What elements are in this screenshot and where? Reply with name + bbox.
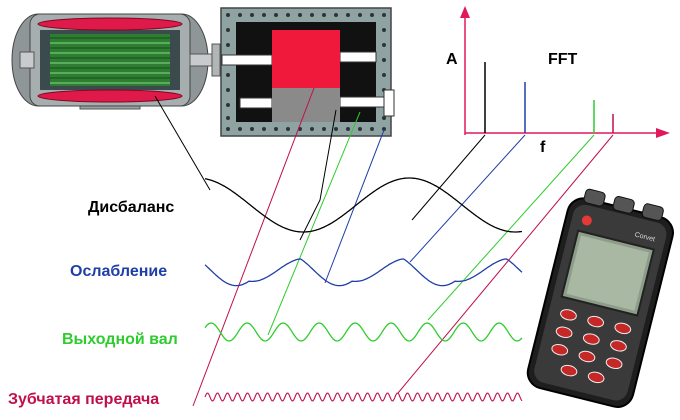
leader-spectrum-green [427, 134, 595, 321]
spectrum-title: FFT [548, 51, 578, 68]
leader-spectrum-black [411, 134, 486, 221]
device-screen-lcd [566, 235, 649, 311]
leader-spectrum-red [397, 134, 614, 394]
motor-shaft-left [19, 51, 35, 69]
leader-motor-to-imbalance [154, 95, 211, 191]
motor-coil [50, 34, 170, 86]
label-looseness: Ослабление [70, 263, 167, 280]
device-key[interactable] [555, 325, 573, 339]
device-connector-1 [583, 188, 606, 207]
signal-labels: Дисбаланс Ослабление Выходной вал Зубчат… [8, 199, 178, 408]
device-key[interactable] [587, 315, 605, 329]
leader-spectrum-blue [409, 134, 526, 263]
waveform-gear-mesh [204, 392, 523, 402]
device-key[interactable] [609, 339, 627, 353]
device-connector-3 [641, 203, 664, 222]
gear-large [272, 30, 340, 88]
device-logo-icon [581, 215, 592, 226]
vibration-analyzer-device: Corvet [526, 188, 674, 408]
leader-gearbox-red [192, 87, 315, 407]
device-key[interactable] [560, 364, 578, 378]
gear-small [272, 88, 340, 122]
spectrum-plot: A FFT f [446, 6, 670, 156]
label-output-shaft: Выходной вал [62, 331, 178, 348]
label-imbalance: Дисбаланс [88, 199, 174, 216]
device-key[interactable] [582, 332, 600, 346]
gearbox-shaft-upper [339, 51, 377, 63]
leader-gearbox-green [267, 111, 361, 336]
gearbox-illustration [220, 7, 395, 137]
device-connector-2 [612, 196, 635, 214]
motor-pad-bottom [37, 89, 183, 103]
device-key[interactable] [560, 308, 578, 322]
gearbox-shaft-lower-left [239, 97, 273, 109]
waveforms [204, 177, 523, 402]
waveform-imbalance [204, 177, 523, 233]
spectrum-x-label: f [540, 139, 546, 156]
device-key[interactable] [614, 322, 632, 336]
motor-illustration [11, 13, 221, 110]
label-gear-mesh: Зубчатая передача [8, 391, 159, 408]
gearbox-output-flange [383, 89, 395, 117]
spectrum-y-label: A [446, 51, 458, 68]
waveform-looseness [204, 258, 523, 287]
waveform-output-shaft [204, 322, 523, 342]
device-key[interactable] [605, 357, 623, 371]
coupling [211, 43, 221, 77]
motor-pad-top [37, 17, 183, 31]
device-brand: Corvet [634, 232, 656, 244]
spectrum-x-arrow [656, 128, 670, 138]
device-key[interactable] [551, 343, 569, 357]
spectrum-y-arrow [460, 6, 470, 18]
device-key[interactable] [578, 350, 596, 364]
gearbox-input-shaft [221, 54, 273, 66]
leader-gearbox-black [299, 109, 337, 241]
device-keypad [551, 308, 632, 385]
device-key[interactable] [587, 371, 605, 385]
